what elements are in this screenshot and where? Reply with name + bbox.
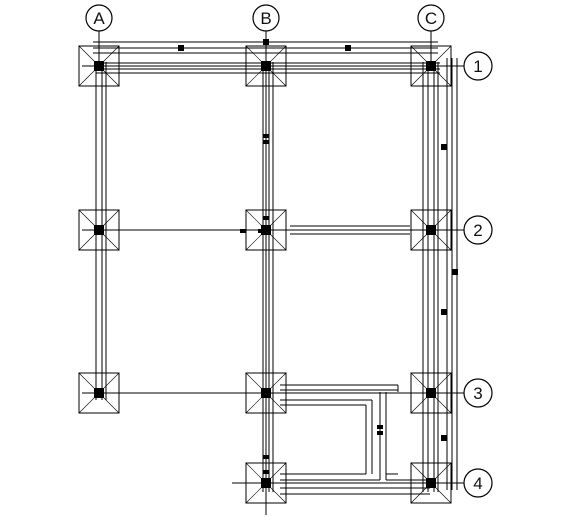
footing-pad [78, 209, 120, 251]
grid-bubble-3: 3 [463, 378, 493, 408]
grid-label-c: C [425, 9, 437, 28]
rebar-mark [263, 216, 269, 220]
column [426, 478, 436, 488]
plan-linework [82, 31, 464, 515]
dimension-tick [452, 269, 458, 275]
dimension-tick [178, 45, 184, 51]
footing-pad [410, 209, 452, 251]
footing-pad [245, 462, 287, 504]
column [426, 388, 436, 398]
column [94, 225, 104, 235]
footing-pad [78, 372, 120, 414]
rebar-mark [263, 134, 269, 138]
columns-group [94, 39, 458, 488]
column [94, 61, 104, 71]
dimension-tick [441, 144, 447, 150]
dimension-tick [441, 309, 447, 315]
grid-bubble-4: 4 [463, 468, 493, 498]
column [261, 478, 271, 488]
rebar-mark [263, 470, 269, 474]
grid-label-2: 2 [473, 221, 482, 240]
footings-group [78, 45, 452, 504]
grid-label-1: 1 [473, 57, 482, 76]
footing-pad [245, 45, 287, 87]
dimension-tick [441, 435, 447, 441]
rebar-mark [377, 425, 383, 429]
grid-label-4: 4 [473, 474, 482, 493]
grid-label-3: 3 [473, 384, 482, 403]
footing-pad [410, 462, 452, 504]
grid-label-a: A [93, 9, 105, 28]
rebar-mark [240, 229, 246, 233]
column [261, 388, 271, 398]
grid-bubble-c: C [417, 4, 445, 32]
dimension-tick [263, 39, 269, 45]
column [426, 61, 436, 71]
grid-bubble-b: B [252, 4, 280, 32]
grid-bubble-1: 1 [463, 51, 493, 81]
column [261, 225, 271, 235]
rebar-mark [258, 229, 264, 233]
rebar-mark [377, 431, 383, 435]
grid-label-b: B [260, 9, 271, 28]
footing-pad [78, 45, 120, 87]
footing-pad [410, 372, 452, 414]
rebar-mark [263, 140, 269, 144]
dimension-tick [345, 45, 351, 51]
column [426, 225, 436, 235]
footing-pad [410, 45, 452, 87]
rebar-mark [263, 455, 269, 459]
grid-bubble-2: 2 [463, 215, 493, 245]
column [261, 61, 271, 71]
column [94, 388, 104, 398]
grid-bubble-a: A [85, 4, 113, 32]
footing-pad [245, 372, 287, 414]
